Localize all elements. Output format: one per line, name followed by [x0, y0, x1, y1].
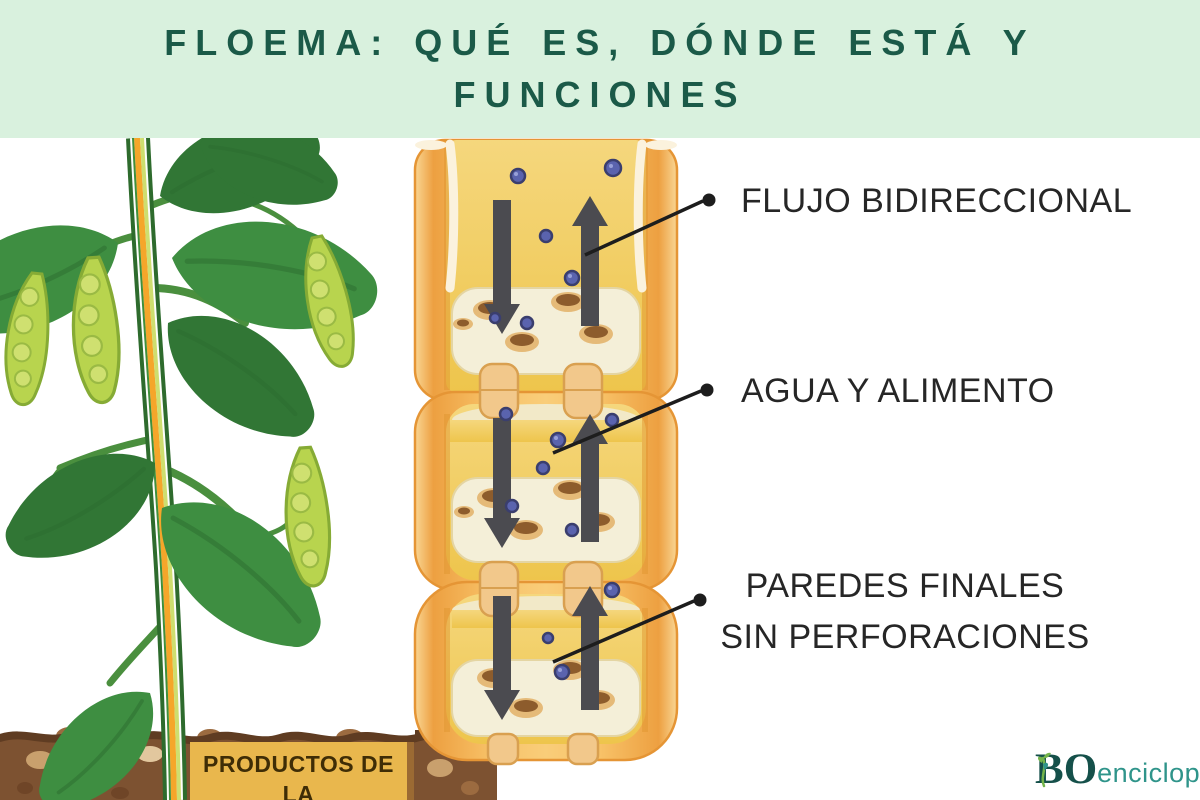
- down-arrow: [484, 200, 520, 334]
- diagram-area: FLUJO BIDIRECCIONAL AGUA Y ALIMENTO PARE…: [0, 138, 1200, 800]
- down-arrow: [484, 596, 520, 720]
- label-flujo-bidireccional: FLUJO BIDIRECCIONAL: [741, 182, 1133, 220]
- page-title-line2: FUNCIONES: [453, 74, 747, 115]
- page-title-line1: FLOEMA: QUÉ ES, DÓNDE ESTÁ Y: [164, 22, 1036, 63]
- caption-line1: PRODUCTOS DE LA: [203, 751, 394, 800]
- sprout-icon: [1037, 752, 1051, 788]
- pea-pods: [0, 231, 363, 590]
- pea-pod: [66, 254, 125, 406]
- leader-dot-2: [700, 383, 714, 397]
- sap-particles: [488, 158, 623, 681]
- label-agua-y-alimento: AGUA Y ALIMENTO: [741, 372, 1055, 410]
- logo-word: enciclopedia: [1097, 758, 1200, 788]
- pea-pod: [279, 444, 335, 590]
- down-arrow: [484, 418, 520, 548]
- plasmodesmata-peg: [566, 732, 600, 766]
- label-paredes-line1: PAREDES FINALES: [745, 567, 1065, 605]
- title-banner: FLOEMA: QUÉ ES, DÓNDE ESTÁ Y FUNCIONES: [0, 0, 1200, 138]
- pointer-line-2: [552, 389, 702, 455]
- pea-pod: [293, 231, 363, 373]
- logo-letter-o: O: [1063, 746, 1098, 793]
- leader-dot-3: [693, 593, 707, 607]
- up-arrow: [572, 414, 608, 542]
- up-arrow: [572, 586, 608, 710]
- plasmodesmata-peg: [486, 732, 520, 766]
- caption-productos-fotosintesis: PRODUCTOS DE LA FOTOSÍNTESIS: [190, 742, 414, 800]
- label-paredes-line2: SIN PERFORACIONES: [720, 618, 1090, 656]
- pea-plant-illustration: [0, 138, 388, 800]
- pointer-line-3: [552, 599, 695, 664]
- bioenciclopedia-logo: B O enciclopedia: [1035, 746, 1200, 793]
- pointer-lines: [552, 193, 716, 664]
- leader-dot-1: [702, 193, 716, 207]
- label-paredes-finales: PAREDES FINALES SIN PERFORACIONES: [710, 561, 1100, 663]
- pointer-line-1: [584, 199, 704, 257]
- phloem-tube-diagram: [413, 138, 679, 766]
- flow-arrows: [484, 196, 608, 720]
- pea-pod: [0, 269, 56, 409]
- up-arrow: [572, 196, 608, 326]
